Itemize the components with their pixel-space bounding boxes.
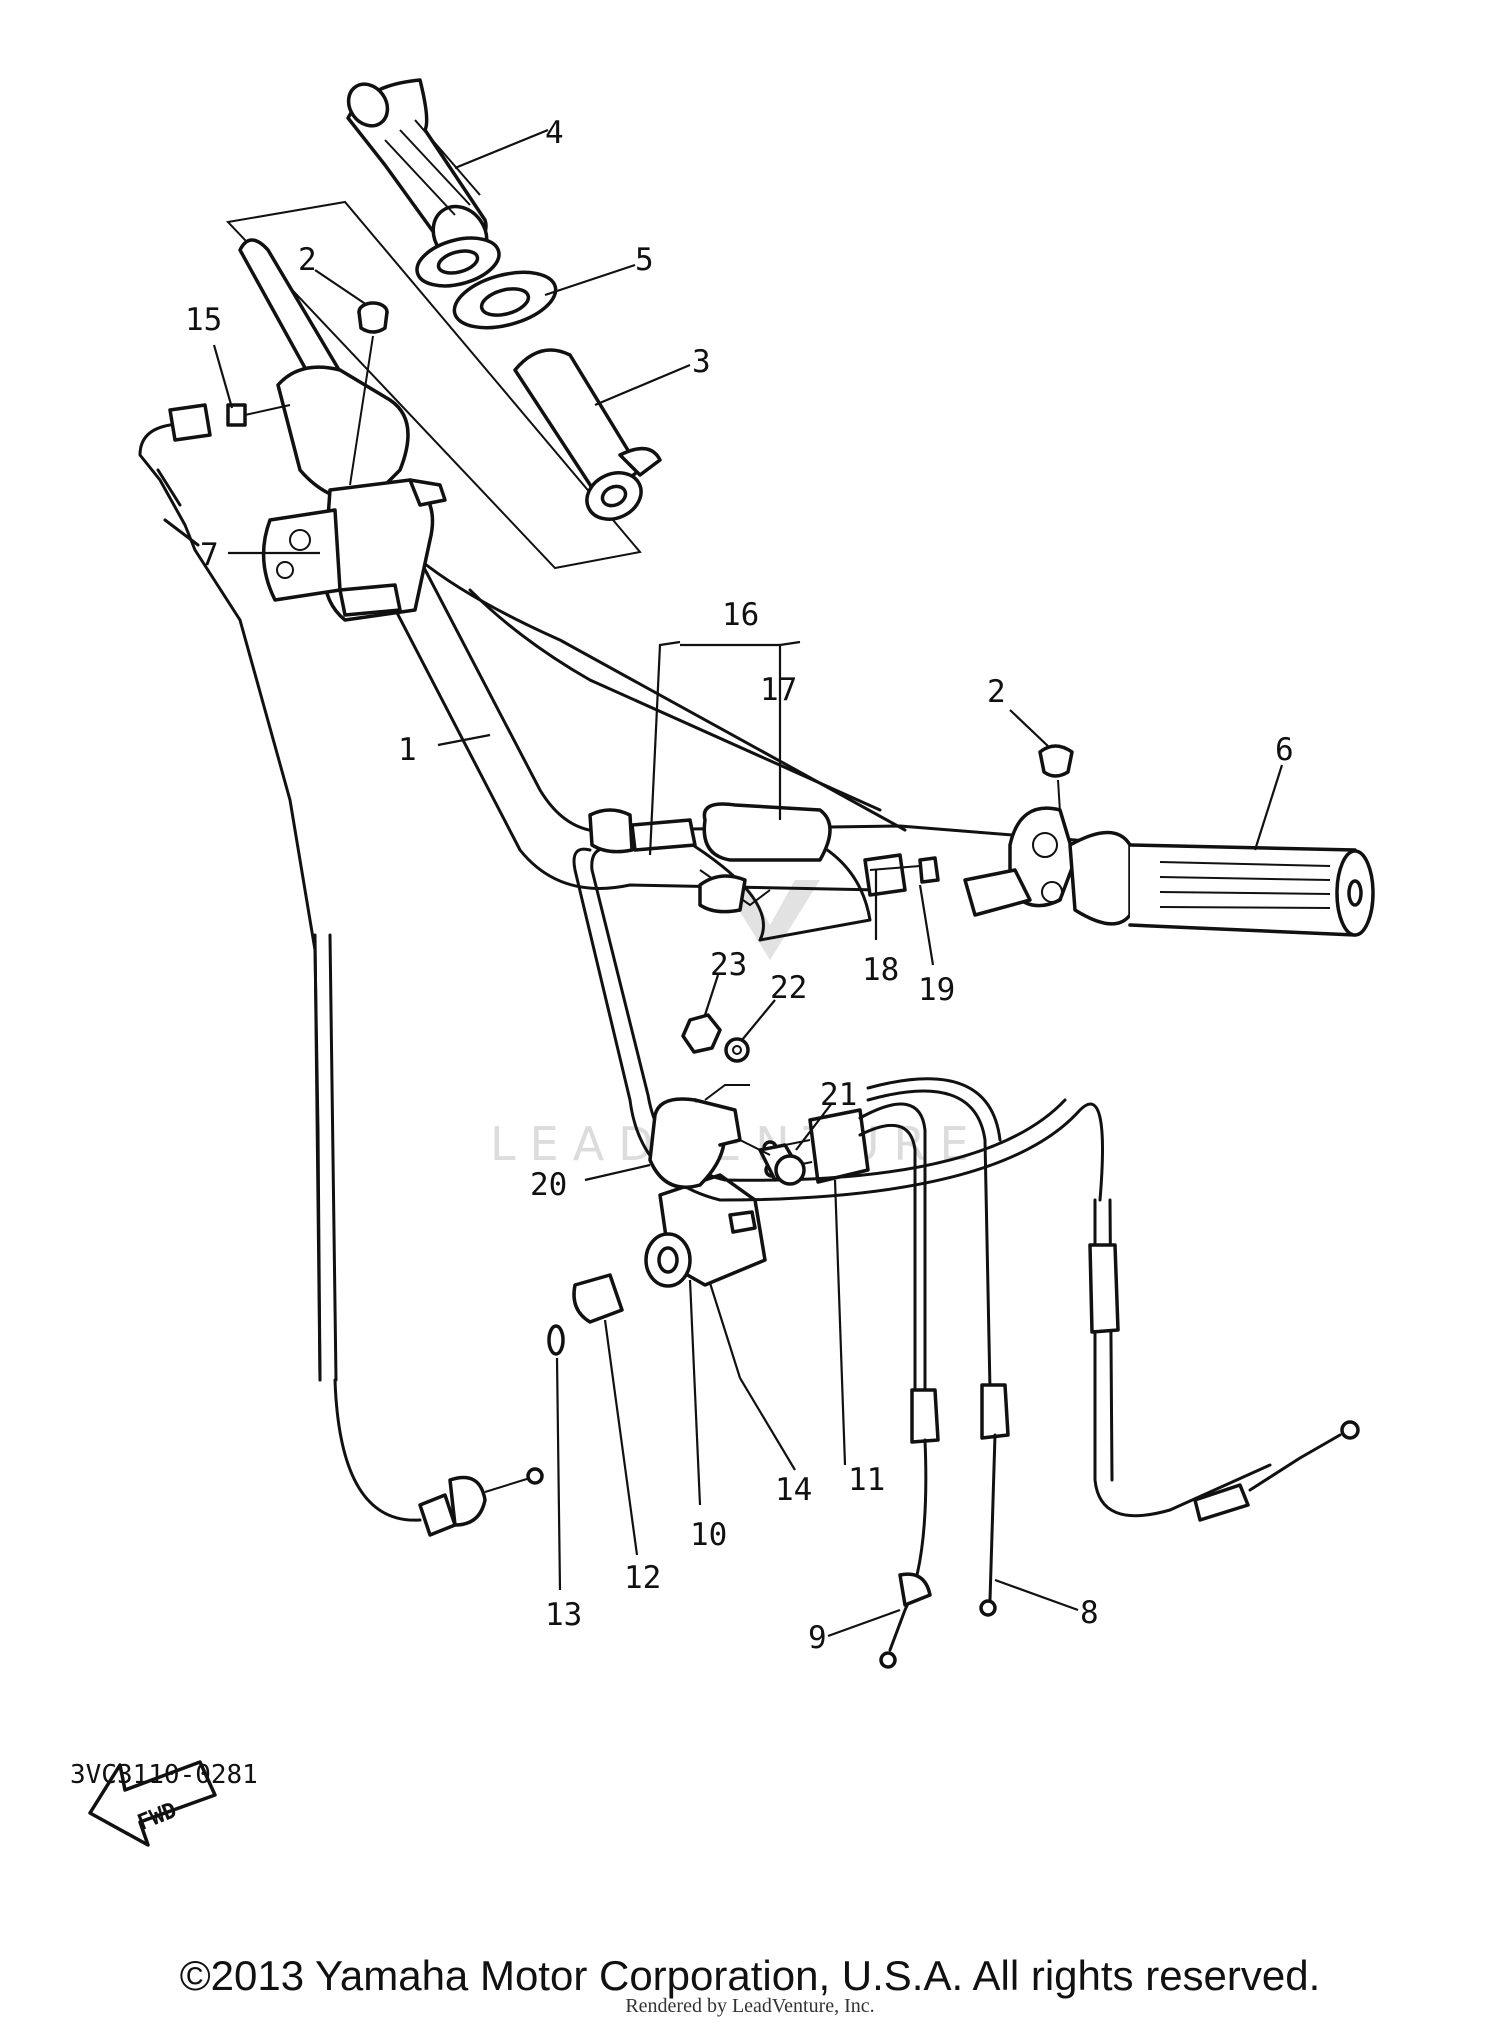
grip-4 xyxy=(346,78,489,266)
throttle-holder-14 xyxy=(644,1173,767,1288)
part-code: 3VC3110-0281 xyxy=(70,1760,258,1790)
callout-22: 22 xyxy=(770,970,807,1006)
clutch-side xyxy=(963,806,1375,937)
callout-13: 13 xyxy=(545,1597,582,1633)
callout-21: 21 xyxy=(820,1077,857,1113)
grip-ring xyxy=(415,236,501,288)
cables-8-9 xyxy=(858,1077,1010,1669)
callout-18: 18 xyxy=(862,952,899,988)
callout-4: 4 xyxy=(545,115,564,151)
callout-19: 19 xyxy=(918,972,955,1008)
callout-17: 17 xyxy=(760,672,797,708)
callout-9: 9 xyxy=(808,1620,827,1656)
callout-1: 1 xyxy=(398,732,417,768)
callout-12: 12 xyxy=(624,1560,661,1596)
clamp-20 xyxy=(648,1013,806,1189)
callout-10: 10 xyxy=(690,1517,727,1553)
callout-6: 6 xyxy=(1275,732,1294,768)
clutch-cable xyxy=(572,846,1360,1522)
washer-22 xyxy=(724,1037,750,1063)
cap-left xyxy=(349,301,389,486)
callout-23: 23 xyxy=(710,947,747,983)
rendered-by-note: Rendered by LeadVenture, Inc. xyxy=(625,1995,875,2017)
callout-11: 11 xyxy=(848,1462,885,1498)
throttle-tube-3 xyxy=(513,348,662,521)
callout-16: 16 xyxy=(722,597,759,633)
callout-3: 3 xyxy=(692,344,711,380)
throttle-housing xyxy=(238,238,447,622)
throttle-cable-7 xyxy=(138,403,544,1537)
callout-2-left: 2 xyxy=(298,242,317,278)
leader-lines xyxy=(212,128,1284,1638)
cap-right xyxy=(1038,744,1074,813)
copyright-notice: ©2013 Yamaha Motor Corporation, U.S.A. A… xyxy=(179,1952,1321,1999)
callout-20: 20 xyxy=(530,1167,567,1203)
group-bracket xyxy=(225,200,642,570)
callout-7: 7 xyxy=(200,537,219,573)
callout-5: 5 xyxy=(635,242,654,278)
callout-2-right: 2 xyxy=(987,674,1006,710)
o-ring-13 xyxy=(547,1324,565,1356)
callout-15: 15 xyxy=(185,302,222,338)
callout-14: 14 xyxy=(775,1472,812,1508)
washer-5 xyxy=(452,270,558,330)
callout-8: 8 xyxy=(1080,1595,1099,1631)
callout-labels: 4 5 3 2 15 16 17 2 6 1 18 19 23 22 7 21 … xyxy=(185,115,1294,1656)
nut-23 xyxy=(681,1013,722,1054)
guide-12 xyxy=(572,1273,624,1324)
